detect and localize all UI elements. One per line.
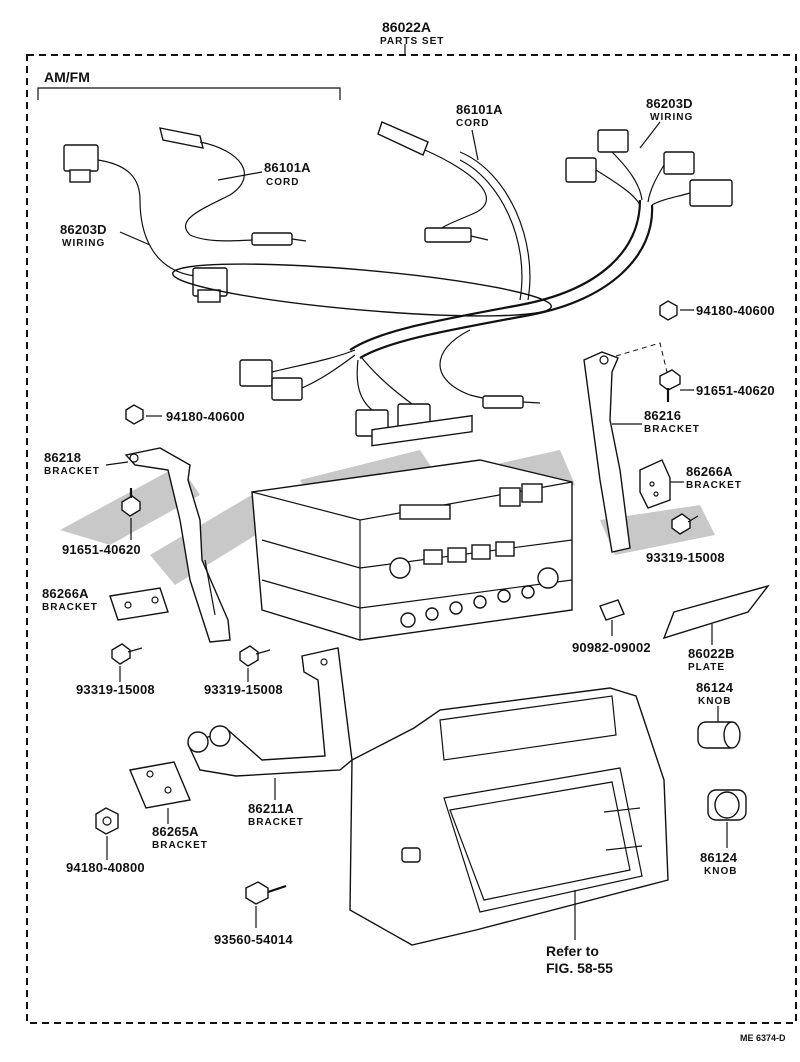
bracket-right-desc: BRACKET xyxy=(644,424,700,435)
plate-number: 86022B xyxy=(688,646,735,661)
bracket-small-right-number: 86266A xyxy=(686,464,733,479)
bracket-bottom-desc: BRACKET xyxy=(248,817,304,828)
nut-bottom-part xyxy=(95,807,119,835)
knob-top-desc: KNOB xyxy=(698,696,731,707)
knob-top-part xyxy=(697,706,741,749)
bracket-plate-part xyxy=(129,761,191,809)
screw-left-b-label: 93319-15008 xyxy=(204,682,283,697)
screw-left-a-part xyxy=(111,643,143,665)
screw-left-b-part xyxy=(239,645,271,667)
screw-bottom-part xyxy=(245,881,287,928)
bolt-left-part xyxy=(121,488,141,540)
bracket-plate-desc: BRACKET xyxy=(152,840,208,851)
knob-top-number: 86124 xyxy=(696,680,734,695)
wiring-left-number: 86203D xyxy=(60,222,107,237)
plate-desc: PLATE xyxy=(688,662,725,673)
fuse-label: 90982-09002 xyxy=(572,640,651,655)
console-part xyxy=(349,687,669,946)
cord-right-part xyxy=(377,121,531,301)
bracket-left-desc: BRACKET xyxy=(44,466,100,477)
bracket-right-number: 86216 xyxy=(644,408,681,423)
nut-mid-left-label: 94180-40600 xyxy=(166,409,245,424)
refer-line2: FIG. 58-55 xyxy=(546,960,613,976)
knob-bottom-number: 86124 xyxy=(700,850,738,865)
cord-left-part xyxy=(159,127,307,246)
nut-bottom-label: 94180-40800 xyxy=(66,860,145,875)
parts-set-frame xyxy=(26,54,797,1024)
wiring-right-part xyxy=(172,129,733,437)
cord-left-number: 86101A xyxy=(264,160,311,175)
cord-right-desc: CORD xyxy=(456,118,489,129)
screw-left-a-label: 93319-15008 xyxy=(76,682,155,697)
diagram-code: ME 6374-D xyxy=(740,1033,786,1043)
parts-set-desc: PARTS SET xyxy=(380,36,444,47)
bolt-right-part xyxy=(659,369,694,402)
bolt-right-label: 91651-40620 xyxy=(696,383,775,398)
wiring-right-number: 86203D xyxy=(646,96,693,111)
bracket-small-left-number: 86266A xyxy=(42,586,89,601)
knob-bottom-desc: KNOB xyxy=(704,866,737,877)
knob-bottom-part xyxy=(707,789,747,848)
bracket-small-left-part xyxy=(109,587,169,621)
bracket-right-part xyxy=(583,342,668,553)
parts-set-number: 86022A xyxy=(382,19,431,35)
plate-part xyxy=(662,584,770,645)
cord-right-number: 86101A xyxy=(456,102,503,117)
refer-line1: Refer to xyxy=(546,943,599,959)
bracket-small-right-part xyxy=(639,459,671,509)
bracket-plate-number: 86265A xyxy=(152,824,199,839)
wiring-left-desc: WIRING xyxy=(62,238,105,249)
screw-right-part xyxy=(671,513,699,535)
bracket-bottom-number: 86211A xyxy=(248,801,294,816)
bolt-left-label: 91651-40620 xyxy=(62,542,141,557)
bracket-small-right-desc: BRACKET xyxy=(686,480,742,491)
wiring-left-part xyxy=(63,144,228,303)
bracket-left-part xyxy=(124,447,231,643)
bracket-bottom-part xyxy=(187,647,353,777)
cord-left-desc: CORD xyxy=(266,177,299,188)
radio-unit-part xyxy=(251,414,573,641)
nut-top-right-label: 94180-40600 xyxy=(696,303,775,318)
bracket-small-left-desc: BRACKET xyxy=(42,602,98,613)
am-fm-group-bracket xyxy=(37,87,341,100)
nut-mid-left-part xyxy=(125,404,162,425)
nut-top-right-part xyxy=(659,300,694,321)
screw-right-label: 93319-15008 xyxy=(646,550,725,565)
group-label: AM/FM xyxy=(44,69,90,85)
screw-bottom-label: 93560-54014 xyxy=(214,932,293,947)
fuse-part xyxy=(599,599,625,636)
wiring-right-desc: WIRING xyxy=(650,112,693,123)
bracket-left-number: 86218 xyxy=(44,450,81,465)
